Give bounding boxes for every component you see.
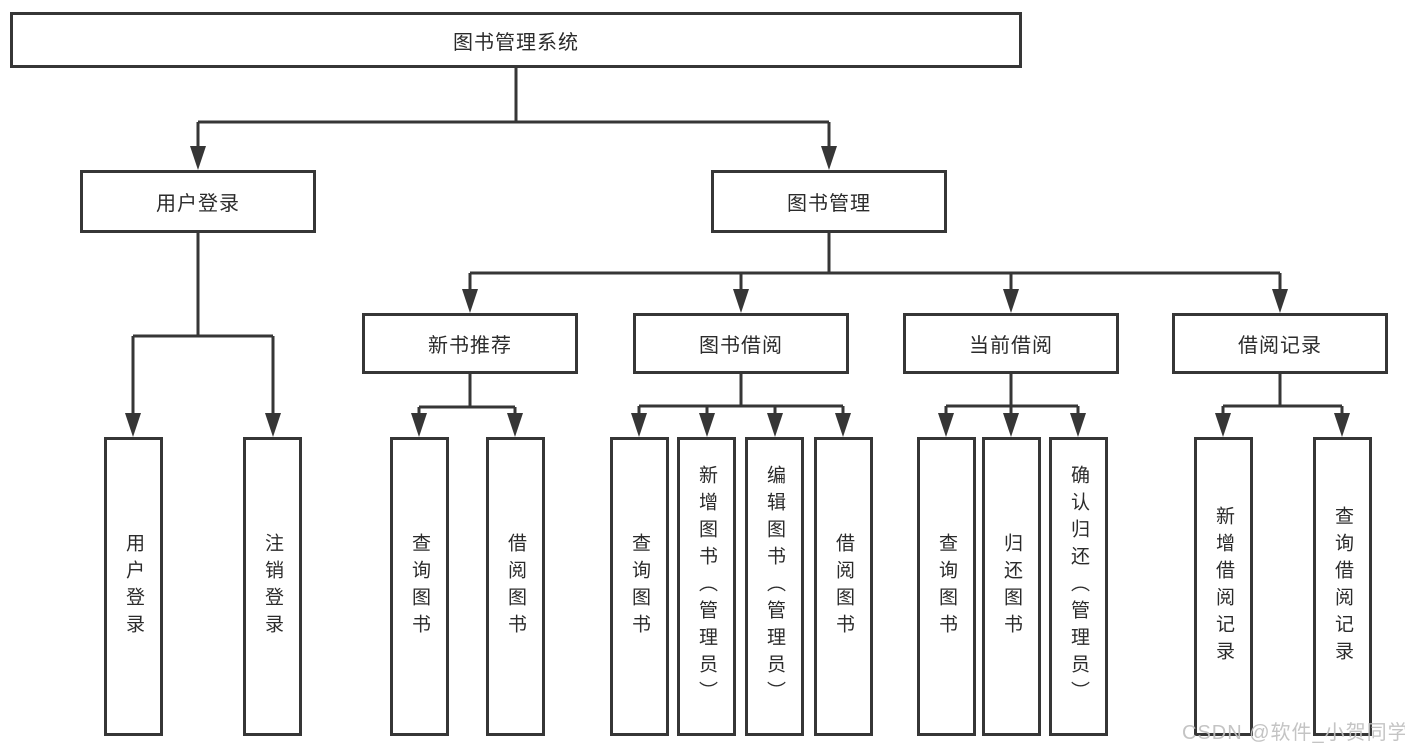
leaf-add-book-admin: 新增图书（管理员） bbox=[677, 437, 736, 736]
csdn-watermark: CSDN @软件_小贺同学 bbox=[1182, 722, 1405, 744]
leaf-return-books: 归还图书 bbox=[982, 437, 1041, 736]
leaf-borrow-books-borrowing: 借阅图书 bbox=[814, 437, 873, 736]
node-label: 查询图书 bbox=[936, 532, 957, 641]
leaf-borrow-books-recommend: 借阅图书 bbox=[486, 437, 545, 736]
node-label: 新书推荐 bbox=[428, 335, 512, 357]
node-label: 归还图书 bbox=[1001, 532, 1022, 641]
leaf-query-books-borrowing: 查询图书 bbox=[610, 437, 669, 736]
node-book-borrowing: 图书借阅 bbox=[633, 313, 849, 374]
leaf-add-borrow-record: 新增借阅记录 bbox=[1194, 437, 1253, 736]
node-label: 编辑图书（管理员） bbox=[764, 465, 785, 708]
leaf-query-books-current: 查询图书 bbox=[917, 437, 976, 736]
node-label: 注销登录 bbox=[262, 532, 283, 641]
node-label: 确认归还（管理员） bbox=[1068, 465, 1089, 708]
leaf-confirm-return-admin: 确认归还（管理员） bbox=[1049, 437, 1108, 736]
node-new-book-recommendation: 新书推荐 bbox=[362, 313, 578, 374]
node-label: 用户登录 bbox=[123, 532, 144, 641]
node-label: 新增图书（管理员） bbox=[696, 465, 717, 708]
node-library-management-system: 图书管理系统 bbox=[10, 12, 1022, 68]
node-book-management: 图书管理 bbox=[711, 170, 947, 233]
node-borrowing-records: 借阅记录 bbox=[1172, 313, 1388, 374]
node-label: 图书借阅 bbox=[699, 335, 783, 357]
node-label: 图书管理系统 bbox=[453, 31, 579, 54]
node-label: 借阅图书 bbox=[505, 532, 526, 641]
node-label: 查询借阅记录 bbox=[1332, 505, 1353, 668]
node-label: 借阅记录 bbox=[1238, 335, 1322, 357]
leaf-edit-book-admin: 编辑图书（管理员） bbox=[745, 437, 804, 736]
leaf-logout: 注销登录 bbox=[243, 437, 302, 736]
node-label: 新增借阅记录 bbox=[1213, 505, 1234, 668]
leaf-user-login: 用户登录 bbox=[104, 437, 163, 736]
node-label: 用户登录 bbox=[156, 193, 240, 215]
node-label: 查询图书 bbox=[629, 532, 650, 641]
node-label: 图书管理 bbox=[787, 193, 871, 215]
node-label: 当前借阅 bbox=[969, 335, 1053, 357]
leaf-query-books-recommend: 查询图书 bbox=[390, 437, 449, 736]
node-user-login: 用户登录 bbox=[80, 170, 316, 233]
node-current-borrowing: 当前借阅 bbox=[903, 313, 1119, 374]
node-label: 借阅图书 bbox=[833, 532, 854, 641]
arrowheads bbox=[125, 146, 1350, 437]
leaf-query-borrow-record: 查询借阅记录 bbox=[1313, 437, 1372, 736]
node-label: 查询图书 bbox=[409, 532, 430, 641]
